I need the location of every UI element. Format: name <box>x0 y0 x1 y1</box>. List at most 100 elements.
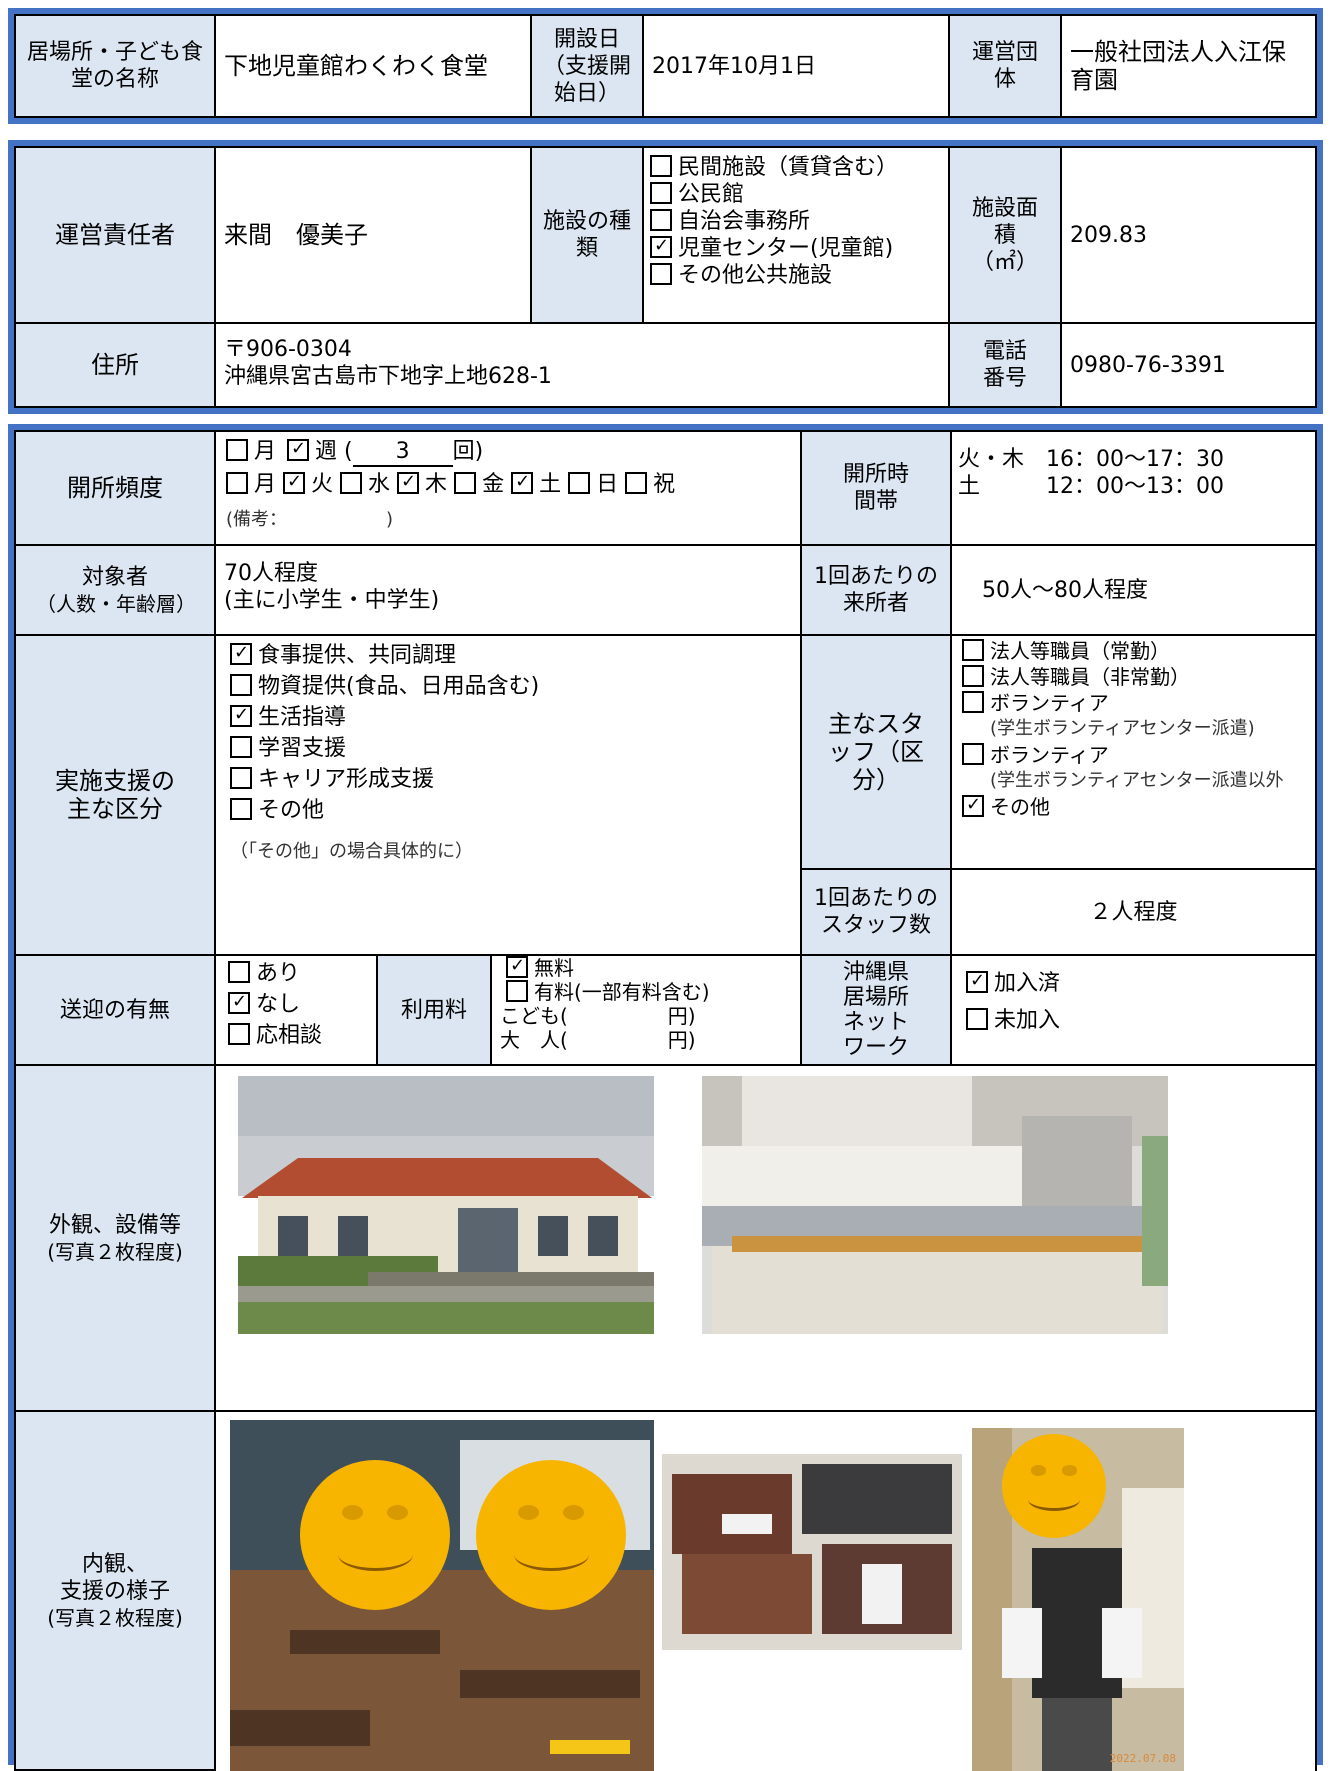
facility-type-item: 民間施設（賃貸含む） <box>650 154 942 181</box>
facility-type-item: 児童センター(児童館) <box>650 234 942 262</box>
facility-type-item: 自治会事務所 <box>650 208 942 235</box>
basic-info-block: 居場所・子ども食堂の名称 下地児童館わくわく食堂 開設日（支援開始日） 2017… <box>8 8 1323 124</box>
fee-free: 無料 <box>500 956 792 980</box>
frequency-days-line: 月 火 水 木 金 土 日 祝 <box>226 470 790 498</box>
checkbox-icon[interactable] <box>650 263 672 285</box>
checkbox-icon[interactable] <box>650 155 672 177</box>
interior-label-cell: 内観、 支援の様子 (写真２枚程度) <box>14 1410 216 1771</box>
staff-item-note: (学生ボランティアセンター派遣以外 <box>990 770 1284 791</box>
interior-label-1: 内観、 <box>81 1551 148 1577</box>
network-options: 加入済 未加入 <box>950 954 1317 1066</box>
support-note: （「その他」の場合具体的に） <box>230 841 473 862</box>
checkbox-icon[interactable] <box>625 472 648 494</box>
operator-label: 運営団体 <box>948 14 1062 118</box>
face-mask-icon <box>1002 1434 1106 1538</box>
support-item: 生活指導 <box>230 703 786 731</box>
checkbox-checked-icon[interactable] <box>962 793 984 817</box>
visitors-value: 50人〜80人程度 <box>950 544 1317 636</box>
checkbox-icon[interactable] <box>454 472 477 494</box>
staff-item: ボランティア <box>962 742 1305 768</box>
transport-options: あり なし 応相談 <box>214 954 378 1066</box>
exterior-kitchen-photo <box>702 1076 1168 1334</box>
interior-sublabel: (写真２枚程度) <box>47 1605 183 1630</box>
manager-value: 来間 優美子 <box>214 146 532 324</box>
exterior-building-photo <box>238 1076 654 1334</box>
hours-value: 火・木 16：00〜17：30 土 12：00〜13：00 <box>950 430 1317 546</box>
frequency-count: 3 <box>352 438 453 467</box>
network-item: 加入済 <box>966 969 1301 997</box>
face-mask-icon <box>300 1460 450 1610</box>
transport-item: なし <box>228 990 364 1018</box>
transport-label: 送迎の有無 <box>14 954 216 1066</box>
checkbox-icon[interactable] <box>506 980 528 1002</box>
support-label: 実施支援の主な区分 <box>14 634 216 956</box>
exterior-sublabel: (写真２枚程度) <box>47 1239 183 1264</box>
visitors-label: 1回あたりの来所者 <box>800 544 952 636</box>
target-count: 70人程度 <box>224 561 318 586</box>
checkbox-icon[interactable] <box>650 182 672 204</box>
fee-child: こども( 円) <box>500 1004 696 1028</box>
phone-value: 0980-76-3391 <box>1060 322 1317 408</box>
fee-label: 利用料 <box>376 954 492 1066</box>
support-item: 食事提供、共同調理 <box>230 641 786 669</box>
checkbox-icon[interactable] <box>340 472 363 494</box>
checkbox-icon[interactable] <box>962 665 984 687</box>
operator-value: 一般社団法人入江保育園 <box>1060 14 1317 118</box>
exterior-label: 外観、設備等 <box>48 1212 181 1238</box>
checkbox-checked-icon[interactable] <box>511 470 534 494</box>
checkbox-icon[interactable] <box>230 798 252 820</box>
transport-item: あり <box>228 960 364 987</box>
staff-item: その他 <box>962 793 1305 820</box>
hours-line-2: 土 12：00〜13：00 <box>958 474 1224 499</box>
checkbox-icon[interactable] <box>230 736 252 758</box>
facility-type-list: 民間施設（賃貸含む） 公民館 自治会事務所 児童センター(児童館) その他公共施… <box>642 146 950 324</box>
frequency-label: 開所頻度 <box>14 430 216 546</box>
checkbox-icon[interactable] <box>226 439 248 461</box>
target-sublabel: （人数・年齢層） <box>36 591 196 616</box>
checkbox-checked-icon[interactable] <box>283 470 306 494</box>
operation-info-block: 開所頻度 月 週 (3回) 月 火 水 木 金 土 日 祝 (備考： ) 開所時… <box>8 424 1323 1771</box>
staff-item: ボランティア <box>962 690 1305 716</box>
checkbox-checked-icon[interactable] <box>506 956 528 978</box>
support-item: 物資提供(食品、日用品含む) <box>230 673 786 700</box>
open-date-label: 開設日（支援開始日） <box>530 14 644 118</box>
checkbox-icon[interactable] <box>230 767 252 789</box>
checkbox-checked-icon[interactable] <box>230 703 252 727</box>
transport-item: 応相談 <box>228 1022 364 1049</box>
phone-label: 電話番号 <box>948 322 1062 408</box>
checkbox-checked-icon[interactable] <box>287 437 310 461</box>
target-label-cell: 対象者 （人数・年齢層） <box>14 544 216 636</box>
address-value: 〒906-0304 沖縄県宮古島市下地字上地628-1 <box>214 322 950 408</box>
hours-line-1: 火・木 16：00〜17：30 <box>958 447 1224 472</box>
checkbox-icon[interactable] <box>962 639 984 661</box>
support-list: 食事提供、共同調理 物資提供(食品、日用品含む) 生活指導 学習支援 キャリア形… <box>214 634 802 956</box>
checkbox-icon[interactable] <box>230 674 252 696</box>
checkbox-icon[interactable] <box>962 691 984 713</box>
network-item: 未加入 <box>966 1007 1301 1034</box>
checkbox-icon[interactable] <box>226 472 248 494</box>
name-value: 下地児童館わくわく食堂 <box>214 14 532 118</box>
support-item: 学習支援 <box>230 735 786 762</box>
checkbox-icon[interactable] <box>568 472 591 494</box>
checkbox-checked-icon[interactable] <box>228 990 250 1014</box>
checkbox-checked-icon[interactable] <box>650 234 672 258</box>
staff-list: 法人等職員（常勤） 法人等職員（非常勤） ボランティア (学生ボランティアセンタ… <box>950 634 1317 870</box>
area-label: 施設面積（㎡） <box>948 146 1062 324</box>
address-text: 沖縄県宮古島市下地字上地628-1 <box>224 364 552 389</box>
checkbox-icon[interactable] <box>966 1008 988 1030</box>
checkbox-checked-icon[interactable] <box>966 969 988 993</box>
exterior-label-cell: 外観、設備等 (写真２枚程度) <box>14 1064 216 1412</box>
checkbox-checked-icon[interactable] <box>397 470 420 494</box>
checkbox-icon[interactable] <box>228 961 250 983</box>
checkbox-icon[interactable] <box>962 743 984 765</box>
hours-label: 開所時間帯 <box>800 430 952 546</box>
checkbox-icon[interactable] <box>650 209 672 231</box>
open-date-value: 2017年10月1日 <box>642 14 950 118</box>
checkbox-checked-icon[interactable] <box>230 641 252 665</box>
facility-type-item: 公民館 <box>650 181 942 208</box>
fee-paid: 有料(一部有料含む) <box>500 980 792 1004</box>
frequency-value: 月 週 (3回) 月 火 水 木 金 土 日 祝 (備考： ) <box>214 430 802 546</box>
frequency-week-line: 月 週 (3回) <box>226 437 790 467</box>
checkbox-icon[interactable] <box>228 1023 250 1045</box>
area-value: 209.83 <box>1060 146 1317 324</box>
